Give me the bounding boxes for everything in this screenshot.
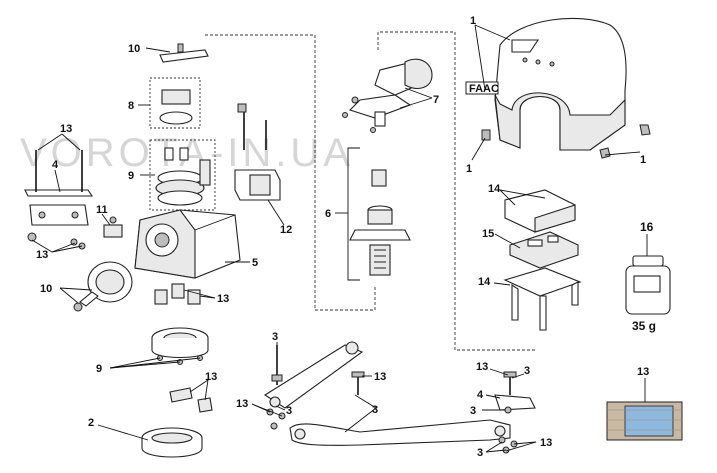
gear-set-8: [149, 77, 201, 129]
callout-14-bottom: 14: [478, 276, 491, 288]
callout-3-arm: 3: [372, 404, 378, 416]
callout-14-top: 14: [488, 183, 501, 195]
callout-3-bracket-washers: 3: [477, 447, 483, 459]
control-board-15: [509, 231, 579, 269]
release-disk-10: [73, 261, 133, 312]
cover-part: [494, 17, 627, 151]
callout-13-arm-washers: 13: [236, 398, 248, 410]
callout-1-right: 1: [640, 154, 646, 166]
callout-15: 15: [482, 228, 494, 240]
callout-13-bracket-washers: 13: [540, 437, 552, 449]
gear-stack-6: [349, 169, 411, 276]
callout-7: 7: [433, 94, 439, 106]
callout-13-bracket: 13: [476, 361, 488, 373]
cover-cap-bottom: [599, 147, 611, 159]
faac-logo-text: FAAC: [469, 83, 499, 95]
faac-logo-badge: FAAC: [465, 81, 499, 95]
grease-weight-label: 35 g: [632, 319, 656, 333]
base-housing-5: [134, 209, 241, 279]
callout-13-left-screws: 13: [36, 249, 48, 261]
drive-shaft-10: [159, 43, 209, 63]
callout-13-glands: 13: [217, 293, 229, 305]
callout-13-plate: 13: [60, 123, 72, 135]
arm-bracket: [494, 371, 536, 454]
callout-3-arm-nut: 3: [286, 405, 292, 417]
bearing-ring-9: [151, 327, 209, 365]
clips-13: [169, 387, 213, 413]
base-ring-2: [141, 427, 203, 458]
screws-left-13: [27, 232, 86, 250]
callout-3-bracket-nut: 3: [470, 405, 476, 417]
control-board-cover: [504, 189, 576, 233]
cable-clamp-11: [103, 216, 123, 238]
sealant-pad-13: 13: [606, 366, 683, 441]
mounting-plate-4: [24, 150, 94, 226]
cover-cap-right: [639, 124, 651, 136]
callout-6: 6: [325, 208, 331, 220]
callout-10-bottom: 10: [40, 283, 52, 295]
callout-13-clips: 13: [205, 371, 217, 383]
callout-1-top: 1: [470, 15, 476, 27]
telescopic-arm: [289, 419, 511, 446]
callout-13-arm-bolt: 13: [374, 371, 386, 383]
callout-11: 11: [96, 204, 108, 216]
cover-cap-left: [481, 129, 491, 141]
callout-3-bracket-bolt: 3: [524, 365, 530, 377]
callout-9-bottom: 9: [96, 363, 102, 375]
callout-9-top: 9: [128, 170, 134, 182]
bearing-set-9: [149, 139, 216, 211]
callout-1-left: 1: [466, 163, 472, 175]
callout-12: 12: [280, 224, 292, 236]
callout-2: 2: [88, 417, 94, 429]
grease-jar: 16 35 g: [625, 220, 671, 333]
assembly-boundary-right: [377, 31, 535, 351]
drive-arm: [263, 341, 365, 430]
callout-5: 5: [252, 257, 258, 269]
callout-4: 4: [52, 159, 59, 171]
cable-glands-13: [154, 283, 201, 305]
assembly-boundary-left: [205, 34, 376, 311]
callout-10-top: 10: [128, 43, 140, 55]
callout-13-pad: 13: [637, 366, 649, 378]
callout-4-bracket: 4: [477, 389, 484, 401]
callout-3-arm-bolt: 3: [272, 331, 278, 343]
motor-assembly-7: [342, 58, 433, 133]
callout-16: 16: [640, 220, 654, 234]
callout-8: 8: [128, 100, 134, 112]
electrical-box-12: [234, 103, 281, 201]
board-bracket-14: [503, 267, 582, 331]
